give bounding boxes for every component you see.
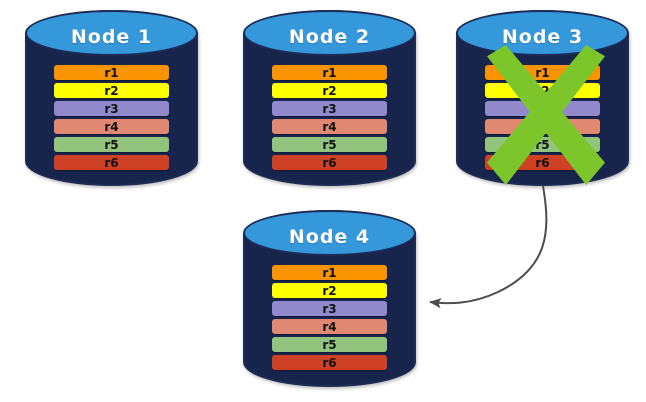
row-bar: r5 [272, 337, 387, 352]
row-bar: r5 [54, 137, 169, 152]
row-bar: r3 [272, 301, 387, 316]
row-bar-label: r5 [322, 337, 337, 352]
row-bar-label: r4 [535, 119, 550, 134]
row-bar: r1 [485, 65, 600, 80]
row-bar: r2 [272, 283, 387, 298]
row-bar: r2 [485, 83, 600, 98]
cylinder-top-1 [25, 10, 198, 56]
row-bar-label: r1 [322, 265, 337, 280]
row-bar: r4 [272, 319, 387, 334]
row-bar-label: r1 [104, 65, 119, 80]
row-bar: r1 [54, 65, 169, 80]
row-bar: r2 [272, 83, 387, 98]
row-bar-label: r4 [322, 319, 337, 334]
row-stack-1: r1 r2 r3 r4 r5 r6 [54, 65, 169, 170]
row-bar: r6 [54, 155, 169, 170]
row-stack-3: r1 r2 r3 r4 r5 r6 [485, 65, 600, 170]
row-bar-label: r3 [322, 101, 337, 116]
row-bar-label: r2 [322, 283, 337, 298]
row-bar: r3 [54, 101, 169, 116]
row-bar: r5 [272, 137, 387, 152]
row-bar: r4 [272, 119, 387, 134]
row-bar-label: r6 [535, 155, 550, 170]
cylinder-top-3 [456, 10, 629, 56]
row-bar-label: r4 [104, 119, 119, 134]
row-bar-label: r3 [104, 101, 119, 116]
row-bar-label: r5 [535, 137, 550, 152]
row-bar: r6 [272, 355, 387, 370]
row-bar: r6 [485, 155, 600, 170]
row-bar-label: r2 [322, 83, 337, 98]
row-bar: r3 [485, 101, 600, 116]
row-bar-label: r3 [535, 101, 550, 116]
row-bar-label: r1 [535, 65, 550, 80]
row-bar: r1 [272, 265, 387, 280]
row-bar: r2 [54, 83, 169, 98]
row-bar: r3 [272, 101, 387, 116]
row-bar: r1 [272, 65, 387, 80]
row-bar-label: r5 [104, 137, 119, 152]
row-stack-2: r1 r2 r3 r4 r5 r6 [272, 65, 387, 170]
row-bar: r4 [485, 119, 600, 134]
cylinder-top-4 [243, 210, 416, 256]
row-bar-label: r3 [322, 301, 337, 316]
row-bar-label: r6 [322, 355, 337, 370]
row-bar: r4 [54, 119, 169, 134]
row-bar-label: r1 [322, 65, 337, 80]
row-stack-4: r1 r2 r3 r4 r5 r6 [272, 265, 387, 370]
row-bar-label: r5 [322, 137, 337, 152]
row-bar-label: r4 [322, 119, 337, 134]
row-bar-label: r2 [535, 83, 550, 98]
row-bar-label: r6 [322, 155, 337, 170]
row-bar-label: r2 [104, 83, 119, 98]
cylinder-top-2 [243, 10, 416, 56]
row-bar: r6 [272, 155, 387, 170]
row-bar: r5 [485, 137, 600, 152]
row-bar-label: r6 [104, 155, 119, 170]
